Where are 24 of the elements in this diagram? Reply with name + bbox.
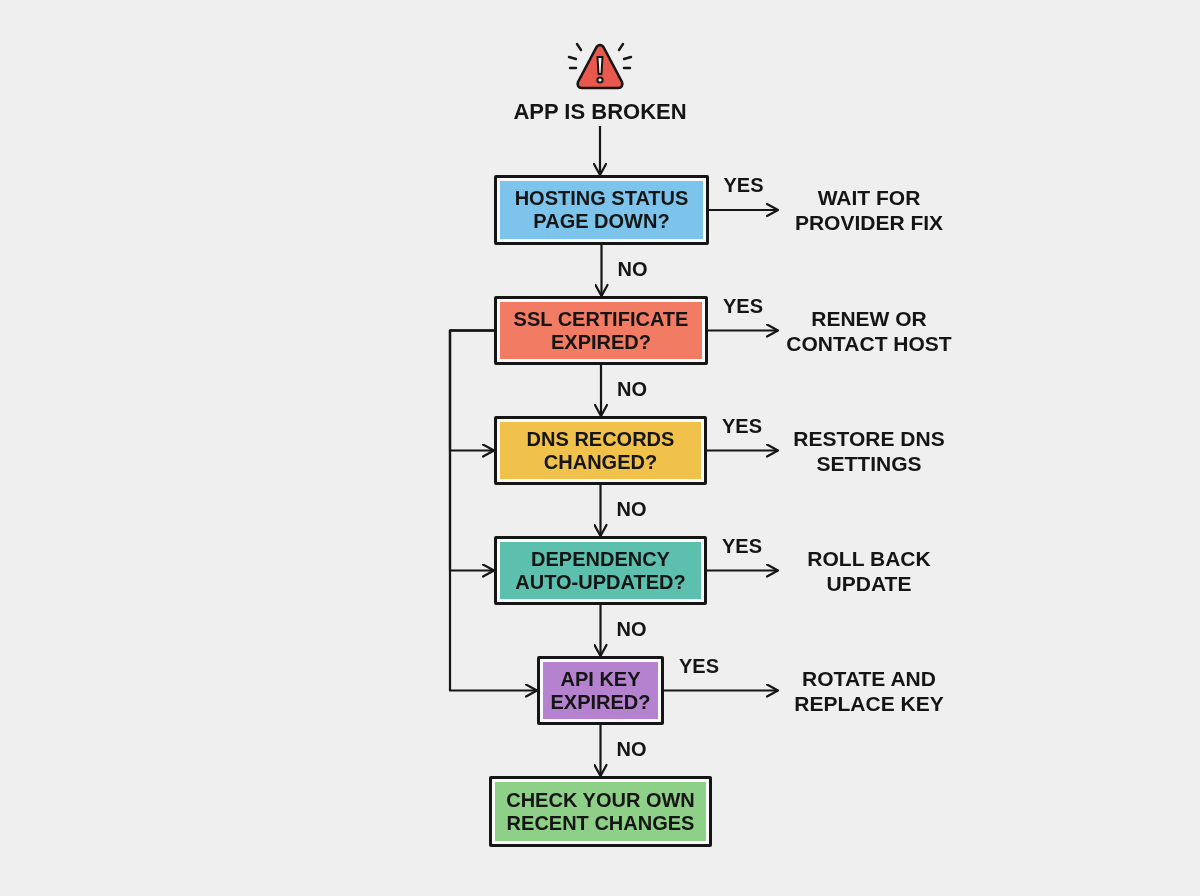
arrow	[448, 329, 539, 698]
decision-box: HOSTING STATUS PAGE DOWN?	[494, 175, 709, 245]
arrow	[707, 563, 780, 578]
decision-box: DEPENDENCY AUTO-UPDATED?	[494, 536, 707, 605]
arrow	[664, 683, 780, 698]
outcome-label: RESTORE DNS SETTINGS	[778, 421, 960, 481]
decision-box: SSL CERTIFICATE EXPIRED?	[494, 296, 708, 365]
outcome-label: ROTATE AND REPLACE KEY	[778, 661, 960, 721]
outcome-label: WAIT FOR PROVIDER FIX	[778, 180, 960, 240]
decision-box: API KEY EXPIRED?	[537, 656, 664, 725]
decision-box: DNS RECORDS CHANGED?	[494, 416, 707, 485]
decision-box: CHECK YOUR OWN RECENT CHANGES	[489, 776, 712, 847]
outcome-label: ROLL BACK UPDATE	[778, 541, 960, 601]
arrow	[593, 605, 608, 658]
arrow	[593, 365, 609, 418]
arrow	[592, 126, 608, 177]
outcome-label: RENEW OR CONTACT HOST	[778, 301, 960, 361]
start-label: APP IS BROKEN	[510, 99, 690, 126]
arrow	[709, 202, 780, 218]
arrow	[593, 725, 608, 778]
arrow	[594, 245, 609, 298]
arrow	[707, 443, 780, 458]
arrow	[593, 485, 608, 538]
arrow	[708, 323, 780, 338]
